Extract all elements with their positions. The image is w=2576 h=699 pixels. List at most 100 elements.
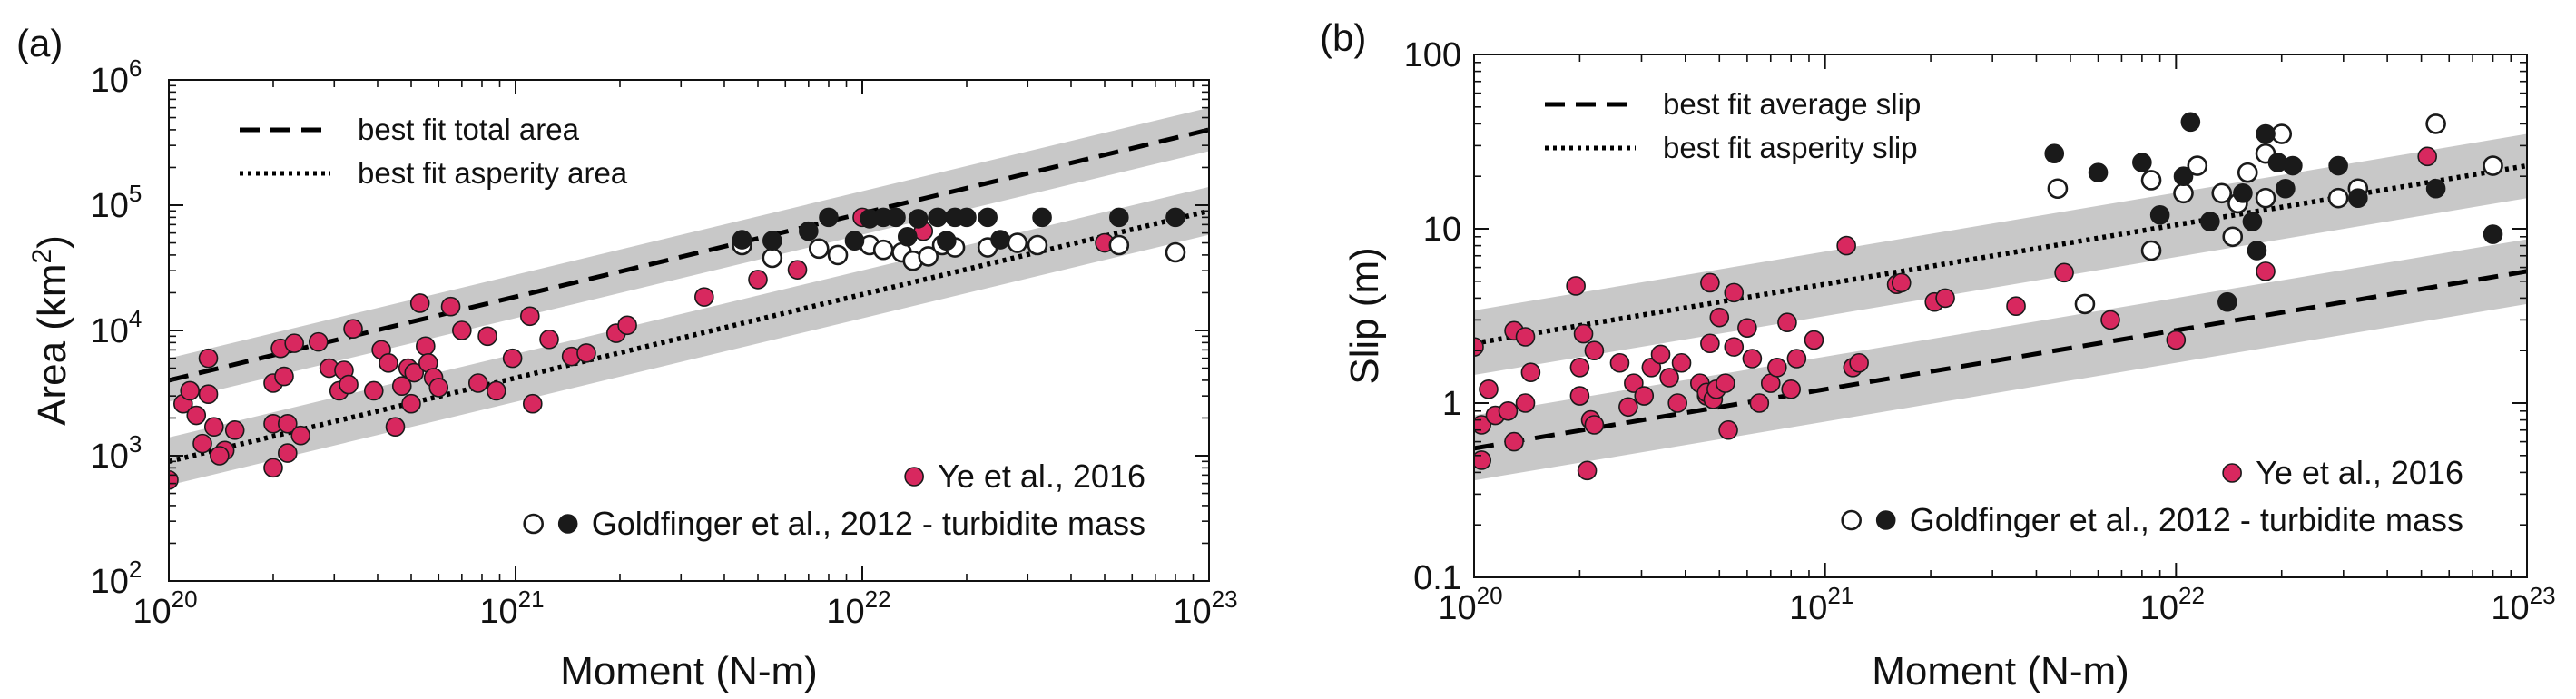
data-point	[477, 326, 497, 347]
data-point	[1027, 234, 1048, 256]
data-point	[1891, 272, 1912, 293]
data-point	[1569, 358, 1590, 378]
fit-line-dotted	[1474, 162, 2527, 346]
data-point	[872, 239, 894, 261]
data-point	[2483, 155, 2503, 176]
legend-marker-filled	[1875, 510, 1896, 530]
x-tick-base: 10	[133, 593, 171, 631]
data-point	[523, 393, 543, 414]
data-point	[1737, 318, 1757, 338]
data-point	[404, 362, 425, 383]
data-point	[2417, 146, 2437, 167]
data-point	[2483, 224, 2503, 244]
data-point	[198, 384, 219, 404]
data-point	[2074, 293, 2096, 315]
x-axis-label: Moment (N-m)	[1872, 649, 2129, 694]
data-point	[539, 329, 559, 350]
data-point	[1667, 393, 1687, 413]
data-point	[2256, 261, 2276, 281]
data-point	[886, 207, 906, 228]
fit-line-dashed	[1474, 269, 2527, 451]
legend-label: Ye et al., 2016	[2256, 454, 2463, 491]
legend-marker-open	[523, 513, 544, 535]
data-point	[1781, 379, 1801, 399]
plot-frame	[1473, 54, 2528, 578]
x-tick-exponent: 23	[2530, 582, 2556, 609]
data-point	[401, 393, 421, 414]
data-point	[2276, 178, 2296, 199]
y-tick-base: 10	[91, 62, 129, 100]
panel-label: (a)	[16, 22, 63, 64]
data-point	[1569, 386, 1590, 406]
data-point	[192, 433, 212, 454]
panel-label: (b)	[1320, 16, 1366, 59]
y-tick-exponent: 3	[129, 430, 142, 458]
data-point	[897, 226, 918, 247]
series-filled	[2044, 112, 2503, 312]
y-tick-exponent: 6	[129, 54, 142, 82]
data-point	[2047, 178, 2069, 200]
y-tick-base: 10	[91, 187, 129, 225]
data-point	[1724, 282, 1745, 303]
data-point	[576, 343, 596, 363]
data-point	[290, 425, 311, 446]
x-tick-base: 10	[1173, 593, 1211, 631]
data-point	[2166, 330, 2187, 350]
data-point	[278, 413, 298, 434]
y-axis-label-text: Slip (m)	[1342, 247, 1387, 385]
x-tick-exponent: 21	[518, 586, 545, 613]
y-tick-label: 103	[91, 430, 143, 476]
data-point	[1515, 327, 1536, 347]
data-point	[1498, 400, 1519, 421]
data-point	[1786, 349, 1807, 369]
data-point	[2044, 143, 2065, 163]
data-point	[2327, 187, 2349, 209]
legend-label: Goldfinger et al., 2012 - turbidite mass	[592, 505, 1145, 542]
data-point	[1032, 207, 1052, 228]
data-point	[928, 207, 948, 228]
x-axis-label: Moment (N-m)	[560, 649, 818, 694]
data-point	[363, 380, 384, 401]
data-point	[343, 319, 363, 340]
data-point	[1742, 349, 1763, 369]
y-tick-exponent: 2	[129, 556, 142, 583]
data-point	[203, 417, 224, 437]
x-tick-base: 10	[479, 593, 517, 631]
data-point	[1618, 397, 1638, 418]
data-point	[1108, 234, 1130, 256]
data-point	[2211, 182, 2233, 204]
data-point	[2149, 204, 2170, 225]
ticks	[1473, 54, 2528, 578]
data-point	[1165, 207, 1185, 228]
data-point	[748, 270, 768, 290]
data-point	[1659, 368, 1679, 388]
data-point	[2255, 187, 2276, 209]
data-point	[2173, 166, 2194, 187]
data-point	[1716, 373, 1735, 393]
y-axis-label-close: )	[30, 235, 74, 249]
data-point	[2180, 112, 2201, 133]
legend-marker-ye	[904, 467, 924, 487]
data-point	[2425, 178, 2446, 199]
data-point	[799, 221, 819, 241]
x-tick-label: 1022	[2140, 582, 2205, 627]
data-point	[1504, 431, 1524, 452]
x-tick-label: 1023	[2491, 582, 2555, 627]
plot-area	[1474, 112, 2527, 481]
data-point	[1777, 312, 1797, 333]
x-tick-base: 10	[2491, 589, 2529, 627]
legend-label: best fit asperity slip	[1663, 131, 1918, 164]
data-point	[1724, 337, 1745, 357]
y-tick-base: 10	[91, 312, 129, 350]
data-point	[440, 296, 461, 317]
series-ye	[169, 207, 1115, 490]
data-point	[1935, 288, 1955, 309]
data-point	[409, 293, 430, 313]
data-point	[732, 230, 752, 250]
x-tick-exponent: 22	[865, 586, 891, 613]
data-point	[808, 238, 830, 260]
data-point	[2217, 291, 2237, 312]
data-point	[918, 246, 939, 267]
